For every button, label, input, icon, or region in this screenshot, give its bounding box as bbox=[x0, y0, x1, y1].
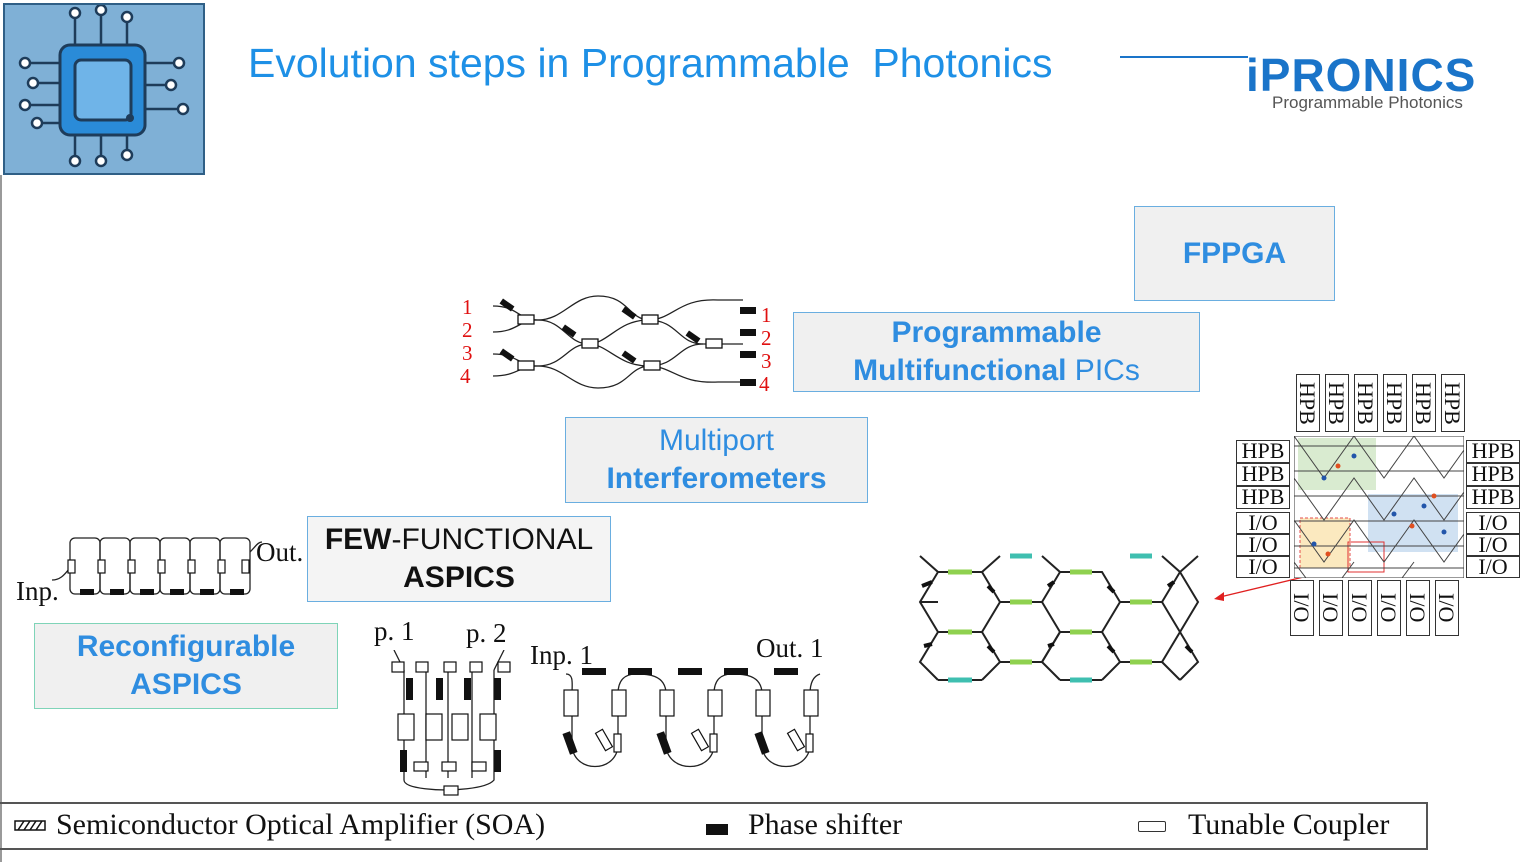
mesh-right-port-2: 2 bbox=[761, 326, 772, 350]
fppga-left-hpb-1: HPB bbox=[1236, 440, 1290, 463]
fppga-top-hpb-5: HPB bbox=[1411, 374, 1436, 432]
fppga-right-io-3: I/O bbox=[1466, 556, 1520, 578]
fppga-bottom-io-5: I/O bbox=[1405, 580, 1430, 636]
slide-border bbox=[0, 175, 2, 862]
fppga-right-hpb-1: HPB bbox=[1466, 440, 1520, 463]
fppga-left-hpb-2: HPB bbox=[1236, 463, 1290, 486]
port-p1-label: p. 1 bbox=[374, 616, 415, 646]
mesh-left-port-1: 1 bbox=[462, 295, 473, 319]
stage-pmpic-line1: Programmable bbox=[891, 316, 1102, 349]
stage-fppga: FPPGA bbox=[1134, 206, 1335, 301]
fppga-bottom-io-4: I/O bbox=[1376, 580, 1401, 636]
fppga-top-hpb-6: HPB bbox=[1440, 374, 1465, 432]
chip-logo-icon bbox=[3, 3, 205, 175]
stage-fppga-label: FPPGA bbox=[1182, 236, 1287, 270]
fppga-top-hpb-1: HPB bbox=[1295, 374, 1320, 432]
fppga-bottom-io-3: I/O bbox=[1347, 580, 1372, 636]
fppga-right-io-1: I/O bbox=[1466, 512, 1520, 534]
legend-phase-shifter-label: Phase shifter bbox=[748, 808, 903, 841]
ring-loop-input-label: Inp. 1 bbox=[530, 640, 593, 670]
fppga-core-mesh bbox=[1294, 436, 1464, 578]
page-title: Evolution steps in Programmable Photonic… bbox=[248, 40, 1053, 86]
mesh-right-port-4: 4 bbox=[759, 372, 770, 396]
stage-reconfigurable-aspics: Reconfigurable ASPICS bbox=[34, 623, 338, 709]
fppga-right-io-2: I/O bbox=[1466, 534, 1520, 556]
stage-few-functional-aspics: FEW-FUNCTIONAL ASPICS bbox=[307, 516, 611, 602]
stage-pmpic-line2: Multifunctional PICs bbox=[794, 352, 1199, 390]
stage-reconfig-line2: ASPICS bbox=[130, 668, 242, 701]
stage-few-rest: -FUNCTIONAL bbox=[391, 523, 594, 556]
stage-multiport-interferometers: Multiport Interferometers bbox=[565, 417, 868, 503]
fppga-left-io-3: I/O bbox=[1236, 556, 1290, 578]
brand-tagline: Programmable Photonics bbox=[1272, 93, 1463, 112]
stage-few-bold: FEW bbox=[324, 523, 392, 556]
brand-logo: iPRONICS bbox=[1246, 49, 1477, 101]
fppga-right-hpb-3: HPB bbox=[1466, 486, 1520, 509]
phase-shifter-legend-icon bbox=[706, 824, 728, 835]
soa-legend-icon bbox=[14, 820, 46, 831]
fppga-bottom-io-2: I/O bbox=[1318, 580, 1343, 636]
brand-swoosh bbox=[1120, 56, 1248, 58]
ring-chain-circuit bbox=[52, 537, 262, 595]
mesh-left-port-3: 3 bbox=[462, 341, 473, 365]
fppga-bottom-io-6: I/O bbox=[1434, 580, 1459, 636]
ring-loop-output-label: Out. 1 bbox=[756, 633, 824, 663]
legend-soa-label: Semiconductor Optical Amplifier (SOA) bbox=[56, 808, 546, 841]
fppga-right-hpb-2: HPB bbox=[1466, 463, 1520, 486]
ring-chain-input-label: Inp. bbox=[16, 576, 59, 606]
fppga-left-io-2: I/O bbox=[1236, 534, 1290, 556]
stage-few-line2: ASPICS bbox=[403, 561, 515, 594]
fppga-left-hpb-3: HPB bbox=[1236, 486, 1290, 509]
stage-multiport-line1: Multiport bbox=[658, 424, 775, 457]
stage-pmpic-rest: PICs bbox=[1066, 354, 1140, 387]
stage-few-line1: FEW-FUNCTIONAL bbox=[308, 521, 610, 559]
fppga-top-hpb-3: HPB bbox=[1353, 374, 1378, 432]
legend-tunable-coupler-label: Tunable Coupler bbox=[1188, 808, 1390, 841]
stage-reconfig-line1: Reconfigurable bbox=[76, 630, 296, 663]
soa-lattice-circuit bbox=[391, 650, 511, 796]
mesh-right-port-1: 1 bbox=[761, 303, 772, 327]
mesh-left-port-4: 4 bbox=[460, 364, 471, 388]
fppga-top-hpb-2: HPB bbox=[1324, 374, 1349, 432]
tunable-coupler-legend-icon bbox=[1138, 821, 1166, 832]
fppga-top-hpb-4: HPB bbox=[1382, 374, 1407, 432]
mesh-right-port-3: 3 bbox=[761, 349, 772, 373]
multiport-mesh-diagram bbox=[492, 295, 756, 389]
hexagonal-waveguide-mesh bbox=[918, 553, 1200, 683]
stage-multiport-line2: Interferometers bbox=[606, 462, 827, 495]
fppga-left-io-1: I/O bbox=[1236, 512, 1290, 534]
stage-programmable-multifunctional-pics: Programmable Multifunctional PICs bbox=[793, 312, 1200, 392]
legend-bar bbox=[0, 802, 1428, 850]
mesh-left-port-2: 2 bbox=[462, 318, 473, 342]
ring-chain-output-label: Out. bbox=[256, 537, 304, 567]
ring-loop-circuit bbox=[562, 668, 821, 767]
stage-pmpic-bold: Multifunctional bbox=[853, 354, 1067, 387]
fppga-bottom-io-1: I/O bbox=[1289, 580, 1314, 636]
port-p2-label: p. 2 bbox=[466, 618, 507, 648]
